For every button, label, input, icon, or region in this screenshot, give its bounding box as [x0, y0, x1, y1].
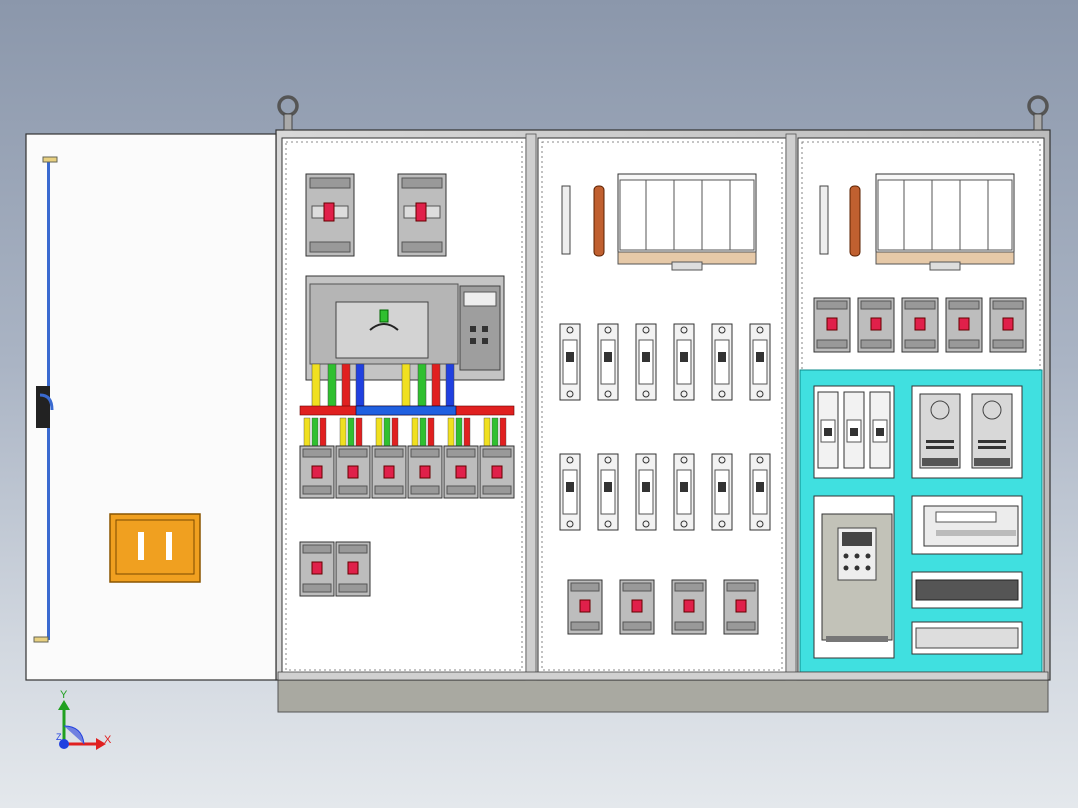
cabinet-bottom-rail — [277, 671, 1049, 681]
lifting-eye-right — [1027, 95, 1049, 131]
control-relay — [817, 391, 839, 469]
feeder-breaker — [723, 579, 759, 635]
motor-breaker — [813, 297, 851, 353]
terminal-strip — [819, 185, 829, 255]
fuse-module — [711, 323, 733, 401]
frequency-inverter — [821, 513, 893, 642]
motor-breaker — [901, 297, 939, 353]
control-relay — [843, 391, 865, 469]
fuse-module — [673, 453, 695, 531]
axis-triad: Y X Z — [56, 689, 112, 750]
motor-breaker — [945, 297, 983, 353]
fuse-module — [559, 323, 581, 401]
spare-breaker — [299, 541, 335, 597]
power-supply — [919, 393, 961, 469]
incoming-breaker — [305, 173, 355, 257]
motor-breaker — [989, 297, 1027, 353]
door-handle-icon — [109, 513, 201, 583]
feeder-breaker — [619, 579, 655, 635]
fuse-module — [597, 453, 619, 531]
feeder-breaker — [671, 579, 707, 635]
copper-busbar — [849, 185, 861, 257]
fuse-module — [597, 323, 619, 401]
terminal-strip — [561, 185, 571, 255]
terminal-block-row — [915, 579, 1019, 649]
bay-divider — [525, 133, 537, 681]
outgoing-breaker — [299, 417, 335, 499]
power-supply — [971, 393, 1013, 469]
cabinet-plinth — [277, 677, 1049, 713]
copper-busbar — [593, 185, 605, 257]
motor-breaker — [857, 297, 895, 353]
lifting-eye-left — [277, 95, 299, 131]
feeder-breaker — [567, 579, 603, 635]
fuse-module — [749, 453, 771, 531]
fuse-module — [635, 323, 657, 401]
bay-left — [281, 137, 527, 675]
bay-right — [797, 137, 1045, 675]
axis-y-label: Y — [60, 689, 68, 701]
control-relay — [869, 391, 891, 469]
fuse-module — [635, 453, 657, 531]
bay-middle — [537, 137, 787, 675]
fuse-module — [711, 453, 733, 531]
axis-z-label: Z — [56, 732, 62, 742]
spare-breaker — [335, 541, 371, 597]
fuse-module — [673, 323, 695, 401]
incoming-breaker — [397, 173, 447, 257]
bay-divider — [785, 133, 797, 681]
transfer-switch — [305, 275, 505, 381]
door-latch — [36, 386, 50, 428]
busbar — [299, 405, 515, 416]
axis-x-label: X — [104, 734, 112, 746]
fuse-holder-block — [617, 173, 757, 271]
fuse-holder-block — [875, 173, 1015, 271]
fuse-module — [559, 453, 581, 531]
cabinet-door-open — [25, 133, 277, 681]
plc-module — [923, 505, 1019, 547]
fuse-module — [749, 323, 771, 401]
